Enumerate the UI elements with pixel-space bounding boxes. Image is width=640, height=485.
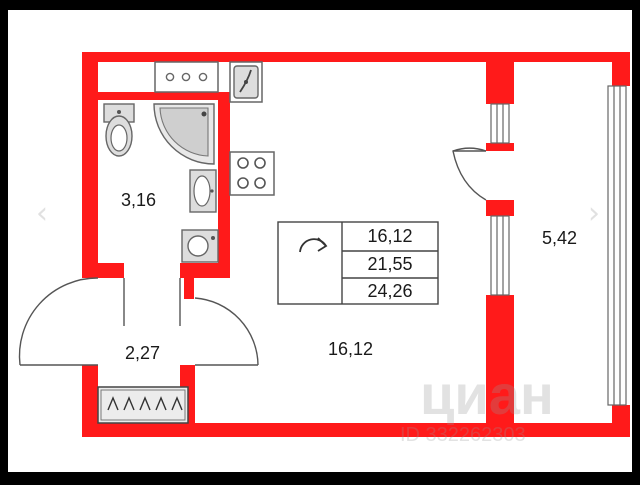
- windows: [490, 85, 627, 406]
- toilet: [103, 103, 135, 157]
- room-area-balcony: 5,42: [542, 228, 578, 248]
- room-area-bathroom: 3,16: [121, 190, 157, 210]
- room-area-hall: 2,27: [125, 343, 161, 363]
- door-swing-legend-icon: [299, 237, 328, 253]
- next-image-button[interactable]: ›: [588, 196, 600, 231]
- shower-tray: [153, 103, 215, 165]
- kitchen-sink: [154, 61, 219, 93]
- cooktop: [229, 151, 275, 196]
- watermark-id: ID 332262303: [400, 424, 526, 446]
- balcony-wall: [486, 52, 514, 427]
- area-legend: [277, 221, 439, 305]
- total-area-value: 24,26: [367, 281, 413, 301]
- prev-image-button[interactable]: ‹: [36, 196, 48, 231]
- room-area-main-room: 16,12: [328, 339, 374, 359]
- washbasin: [189, 169, 217, 213]
- washing-machine: [181, 229, 219, 263]
- watermark-brand: циан: [420, 363, 554, 426]
- living-area-value: 16,12: [367, 226, 413, 246]
- doors: [18, 147, 487, 366]
- kitchen-basin: [229, 61, 263, 103]
- kitchen-area-value: 21,55: [367, 254, 413, 274]
- radiator: [97, 386, 189, 424]
- outer-walls: [82, 52, 630, 437]
